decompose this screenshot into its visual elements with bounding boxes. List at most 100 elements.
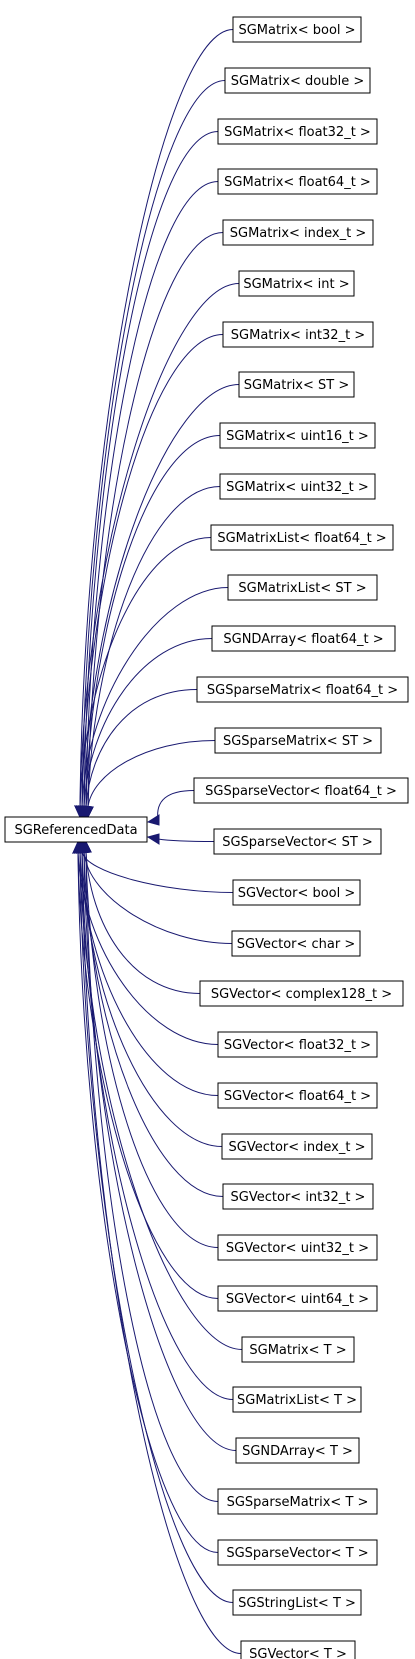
class-node-box (222, 321, 374, 348)
class-node-box (199, 980, 404, 1007)
base-class-label: SGReferencedData (14, 823, 137, 838)
class-node-sgsparsevector-st[interactable]: SGSparseVector< ST > (213, 828, 382, 855)
class-node-box (217, 168, 378, 195)
inheritance-edge (79, 29, 234, 808)
class-node-sgmatrixlist-float64-t[interactable]: SGMatrixList< float64_t > (210, 524, 394, 551)
class-node-sgmatrix-index-t[interactable]: SGMatrix< index_t > (222, 219, 374, 246)
class-node-sgmatrix-int32-t[interactable]: SGMatrix< int32_t > (222, 321, 374, 348)
class-node-label: SGMatrix< float32_t > (224, 125, 371, 140)
class-node-box (232, 1386, 362, 1413)
class-node-sgmatrix-uint32-t[interactable]: SGMatrix< uint32_t > (219, 473, 376, 500)
class-node-sgvector-uint64-t[interactable]: SGVector< uint64_t > (217, 1285, 378, 1312)
inheritance-edge (77, 851, 219, 1045)
class-node-sgvector-char[interactable]: SGVector< char > (231, 930, 361, 957)
class-node-label: SGNDArray< T > (242, 1444, 353, 1459)
class-node-label: SGMatrix< uint16_t > (226, 429, 369, 444)
class-node-sgmatrix-st[interactable]: SGMatrix< ST > (238, 371, 355, 398)
class-node-box (219, 422, 376, 449)
class-node-sgmatrix-t[interactable]: SGMatrix< T > (241, 1336, 355, 1363)
class-node-box (222, 1183, 374, 1210)
class-node-box (235, 1437, 360, 1464)
inheritance-edge (81, 334, 224, 808)
inheritance-edge (85, 435, 221, 808)
inheritance-edge (81, 587, 229, 808)
class-node-box (211, 625, 396, 652)
class-node-sgvector-complex128-t[interactable]: SGVector< complex128_t > (199, 980, 404, 1007)
class-node-sgsparsematrix-float64-t[interactable]: SGSparseMatrix< float64_t > (196, 676, 409, 703)
inheritance-arrowhead (76, 840, 88, 854)
class-node-sgvector-bool[interactable]: SGVector< bool > (232, 879, 361, 906)
class-node-label: SGMatrixList< float64_t > (217, 531, 386, 546)
class-node-sgvector-int32-t[interactable]: SGVector< int32_t > (222, 1183, 374, 1210)
inheritance-edge (83, 131, 219, 808)
class-node-sgmatrix-float64-t[interactable]: SGMatrix< float64_t > (217, 168, 378, 195)
class-node-box (240, 1640, 356, 1659)
class-node-label: SGVector< T > (249, 1647, 347, 1659)
class-node-sgmatrix-uint16-t[interactable]: SGMatrix< uint16_t > (219, 422, 376, 449)
class-node-sgvector-float32-t[interactable]: SGVector< float32_t > (217, 1031, 378, 1058)
inheritance-edge (87, 232, 224, 808)
inheritance-edge (87, 740, 216, 808)
inheritance-edge (79, 283, 240, 808)
class-node-label: SGSparseMatrix< T > (227, 1495, 369, 1510)
class-node-sgsparsevector-t[interactable]: SGSparseVector< T > (217, 1539, 378, 1566)
class-node-box (232, 16, 362, 43)
class-node-label: SGMatrix< double > (231, 74, 365, 89)
class-node-label: SGSparseVector< ST > (222, 835, 373, 850)
class-node-label: SGVector< bool > (238, 886, 356, 901)
class-node-label: SGMatrixList< T > (237, 1393, 357, 1408)
class-node-label: SGMatrix< int > (243, 277, 349, 292)
inheritance-edge (85, 851, 201, 994)
class-node-sgsparsematrix-t[interactable]: SGSparseMatrix< T > (217, 1488, 378, 1515)
inheritance-edge (157, 838, 215, 842)
class-node-box (222, 219, 374, 246)
class-node-label: SGVector< uint32_t > (226, 1241, 369, 1256)
base-class-node[interactable]: SGReferencedData (4, 816, 148, 843)
class-node-label: SGSparseMatrix< float64_t > (207, 683, 398, 698)
class-node-sgndarray-float64-t[interactable]: SGNDArray< float64_t > (211, 625, 396, 652)
class-node-label: SGVector< float64_t > (224, 1089, 371, 1104)
inheritance-edge (77, 851, 219, 1299)
class-node-label: SGMatrix< int32_t > (231, 328, 365, 343)
inheritance-edge (83, 851, 224, 1197)
inheritance-edge (81, 851, 234, 893)
class-node-sgmatrixlist-t[interactable]: SGMatrixList< T > (232, 1386, 362, 1413)
class-node-sgmatrixlist-st[interactable]: SGMatrixList< ST > (227, 574, 378, 601)
class-node-sgsparsevector-float64-t[interactable]: SGSparseVector< float64_t > (193, 777, 409, 804)
class-node-box (238, 371, 355, 398)
class-node-sgvector-t[interactable]: SGVector< T > (240, 1640, 356, 1659)
inheritance-edge (85, 851, 219, 1502)
inheritance-edge (85, 181, 219, 808)
class-node-label: SGNDArray< float64_t > (223, 632, 383, 647)
inheritance-edge (81, 851, 242, 1654)
class-node-box (232, 1589, 362, 1616)
class-node-sgmatrix-double[interactable]: SGMatrix< double > (224, 67, 371, 94)
class-node-label: SGVector< int32_t > (231, 1190, 366, 1205)
class-node-sgvector-float64-t[interactable]: SGVector< float64_t > (217, 1082, 378, 1109)
class-node-box (219, 473, 376, 500)
class-node-sgvector-uint32-t[interactable]: SGVector< uint32_t > (217, 1234, 378, 1261)
inheritance-edge (83, 851, 233, 944)
class-node-sgstringlist-t[interactable]: SGStringList< T > (232, 1589, 362, 1616)
class-node-box (217, 1285, 378, 1312)
class-node-sgmatrix-float32-t[interactable]: SGMatrix< float32_t > (217, 118, 378, 145)
class-node-label: SGMatrix< ST > (244, 378, 350, 393)
class-node-box (238, 270, 355, 297)
inheritance-edge (77, 851, 219, 1553)
class-node-label: SGSparseVector< float64_t > (205, 784, 397, 799)
class-node-label: SGMatrix< index_t > (230, 226, 366, 241)
class-node-box (217, 1539, 378, 1566)
class-node-sgsparsematrix-st[interactable]: SGSparseMatrix< ST > (214, 727, 382, 754)
class-node-label: SGStringList< T > (238, 1596, 356, 1611)
inheritance-arrowhead (146, 814, 160, 826)
class-node-sgmatrix-bool[interactable]: SGMatrix< bool > (232, 16, 362, 43)
inheritance-edge (79, 851, 234, 1603)
class-node-box (217, 1082, 378, 1109)
inheritance-edges (72, 29, 243, 1654)
class-node-sgvector-index-t[interactable]: SGVector< index_t > (221, 1133, 373, 1160)
class-node-box (193, 777, 409, 804)
class-node-sgndarray-t[interactable]: SGNDArray< T > (235, 1437, 360, 1464)
class-node-sgmatrix-int[interactable]: SGMatrix< int > (238, 270, 355, 297)
class-node-label: SGMatrix< T > (249, 1343, 346, 1358)
